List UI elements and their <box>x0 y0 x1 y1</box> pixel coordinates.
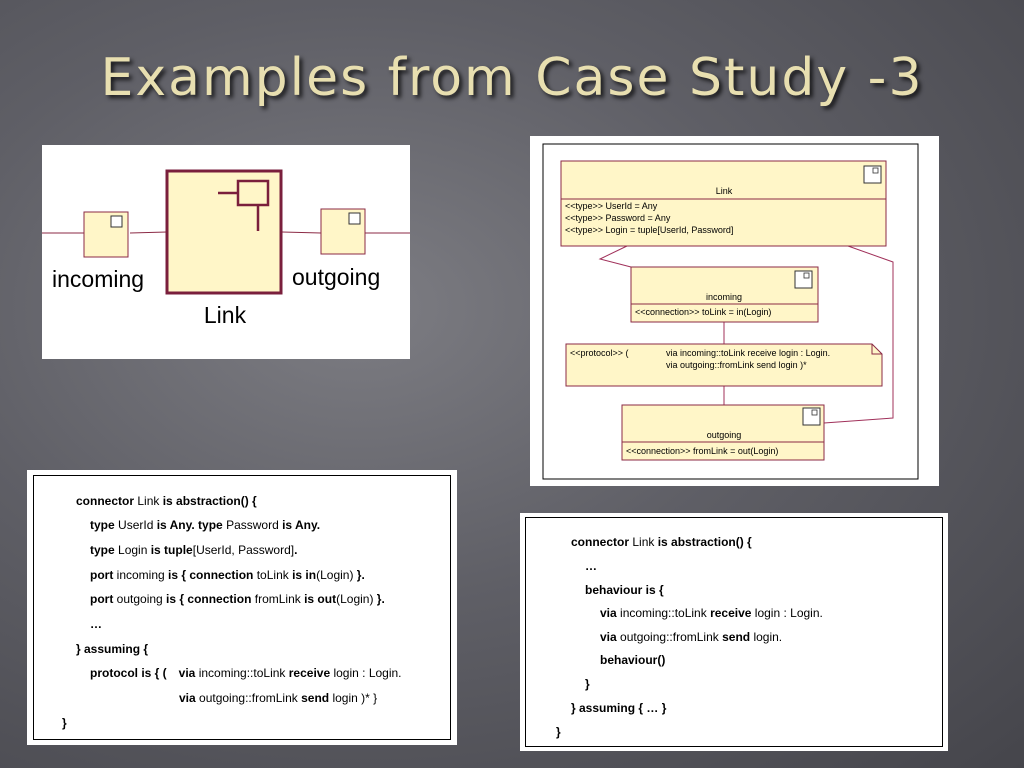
code2-line-6: behaviour() <box>600 653 666 667</box>
uml-diagram-panel: Link <<type>> UserId = Any <<type>> Pass… <box>530 136 939 486</box>
code2-line-1: connector Link is abstraction() { <box>571 535 752 549</box>
incoming-class-icon <box>794 270 813 289</box>
link-class-title: Link <box>716 186 733 196</box>
link-to-incoming-edge <box>598 245 632 268</box>
code2-line-8: } assuming { … } <box>571 701 667 715</box>
protocol-note <box>565 343 883 387</box>
code1-line-4: port incoming is { connection toLink is … <box>90 568 365 582</box>
code-panel-2-border <box>525 517 943 747</box>
connector-graphic-panel: incoming outgoing Link <box>42 145 410 359</box>
outgoing-class-icon <box>802 407 821 426</box>
outgoing-port-icon <box>348 212 361 225</box>
code2-line-4: via incoming::toLink receive login : Log… <box>600 606 823 620</box>
code-panel-1: connector Link is abstraction() { type U… <box>27 470 457 745</box>
link-label: Link <box>204 302 247 328</box>
code1-line-7: } assuming { <box>76 642 149 656</box>
link-class-box <box>560 160 887 247</box>
link-class-icon <box>863 165 882 184</box>
incoming-label: incoming <box>52 266 144 292</box>
incoming-class-title: incoming <box>706 292 742 302</box>
code2-line-5: via outgoing::fromLink send login. <box>600 630 783 644</box>
outgoing-class-title: outgoing <box>707 430 742 440</box>
link-attr-userid: <<type>> UserId = Any <box>565 201 658 211</box>
incoming-connection: <<connection>> toLink = in(Login) <box>635 307 771 317</box>
protocol-prefix: <<protocol>> ( <box>570 348 629 358</box>
outgoing-wire <box>281 231 322 234</box>
component-icon <box>236 179 270 207</box>
incoming-class-box <box>630 266 819 323</box>
code1-line-2: type UserId is Any. type Password is Any… <box>90 518 321 532</box>
code2-line-2: … <box>585 559 597 573</box>
link-to-outgoing-edge <box>823 245 894 424</box>
incoming-port-icon <box>110 215 123 228</box>
outgoing-label: outgoing <box>292 264 380 290</box>
uml-diagram: Link <<type>> UserId = Any <<type>> Pass… <box>542 143 919 480</box>
code1-line-6: … <box>90 617 102 631</box>
code1-line-3: type Login is tuple[UserId, Password]. <box>90 543 298 557</box>
code-panel-1-border <box>33 475 451 740</box>
code2-line-3: behaviour is { <box>585 583 664 597</box>
code1-line-10: } <box>62 716 67 730</box>
code2-line-9: } <box>556 725 561 739</box>
link-attr-password: <<type>> Password = Any <box>565 213 671 223</box>
code2-line-7: } <box>585 677 590 691</box>
code-panel-2: connector Link is abstraction() { … beha… <box>520 513 948 751</box>
code1-line-9: via outgoing::fromLink send login )* } <box>179 691 378 705</box>
connector-graphic: incoming outgoing Link <box>42 169 410 328</box>
incoming-wire <box>129 231 168 234</box>
code1-line-5: port outgoing is { connection fromLink i… <box>90 592 385 606</box>
diagram-frame <box>542 143 919 480</box>
outgoing-connection: <<connection>> fromLink = out(Login) <box>626 446 778 456</box>
slide-title: Examples from Case Study -3 <box>100 48 924 108</box>
code1-line-1: connector Link is abstraction() { <box>76 494 257 508</box>
code1-line-8: protocol is { (via incoming::toLink rece… <box>90 666 402 680</box>
outgoing-class-box <box>621 404 825 461</box>
protocol-line-1: via incoming::toLink receive login : Log… <box>666 348 830 358</box>
link-attr-login: <<type>> Login = tuple[UserId, Password] <box>565 225 733 235</box>
protocol-line-2: via outgoing::fromLink send login )* <box>666 360 807 370</box>
